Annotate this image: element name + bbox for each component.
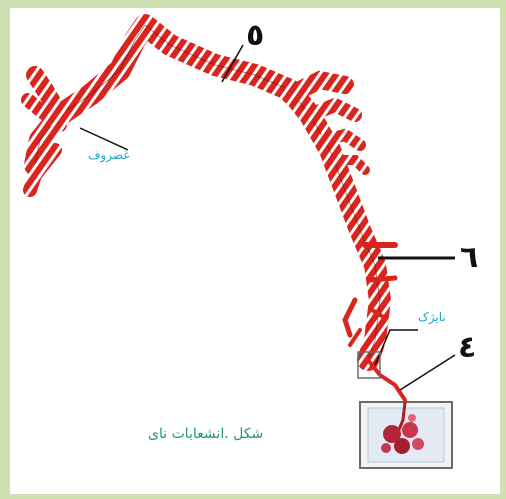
alveoli-inset	[360, 402, 452, 468]
label-bronchiole: نایژک	[418, 310, 446, 324]
label-cartilage: غضروف	[88, 148, 130, 162]
right-branch-mid	[310, 105, 355, 115]
bronchiole	[368, 360, 405, 400]
alveolus-4	[412, 438, 424, 450]
alveolus-3	[394, 438, 410, 454]
figure-caption: شکل .انشعابات نای	[148, 426, 263, 442]
leader-line-cartilage	[80, 128, 128, 150]
side-branch-3	[345, 300, 355, 335]
alveolus-5	[381, 443, 391, 453]
leader-lines	[80, 45, 455, 390]
label-5: ٥	[246, 18, 264, 53]
label-4: ٤	[458, 330, 476, 365]
alveolus-2	[402, 422, 418, 438]
side-branch-2	[370, 278, 395, 280]
right-branch-top	[290, 80, 345, 95]
bronchial-tree	[28, 25, 405, 400]
leader-line-4	[400, 355, 455, 390]
right-branch-lower	[325, 135, 360, 145]
label-6: ٦	[460, 240, 478, 275]
